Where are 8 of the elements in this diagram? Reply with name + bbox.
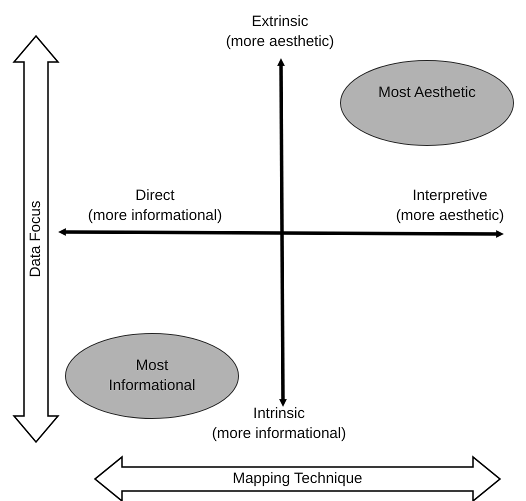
node-label: Data Focus <box>26 200 45 278</box>
axis-label: Intrinsic (more informational) <box>212 404 346 444</box>
node-label: Most Aesthetic <box>377 83 477 103</box>
node-label: Mapping Technique <box>232 469 364 489</box>
axis-label: Interpretive (more aesthetic) <box>396 186 504 226</box>
node-label: Most Informational <box>108 356 196 396</box>
axis-label: Direct (more informational) <box>88 186 222 226</box>
axis-label: Extrinsic (more aesthetic) <box>226 12 334 52</box>
